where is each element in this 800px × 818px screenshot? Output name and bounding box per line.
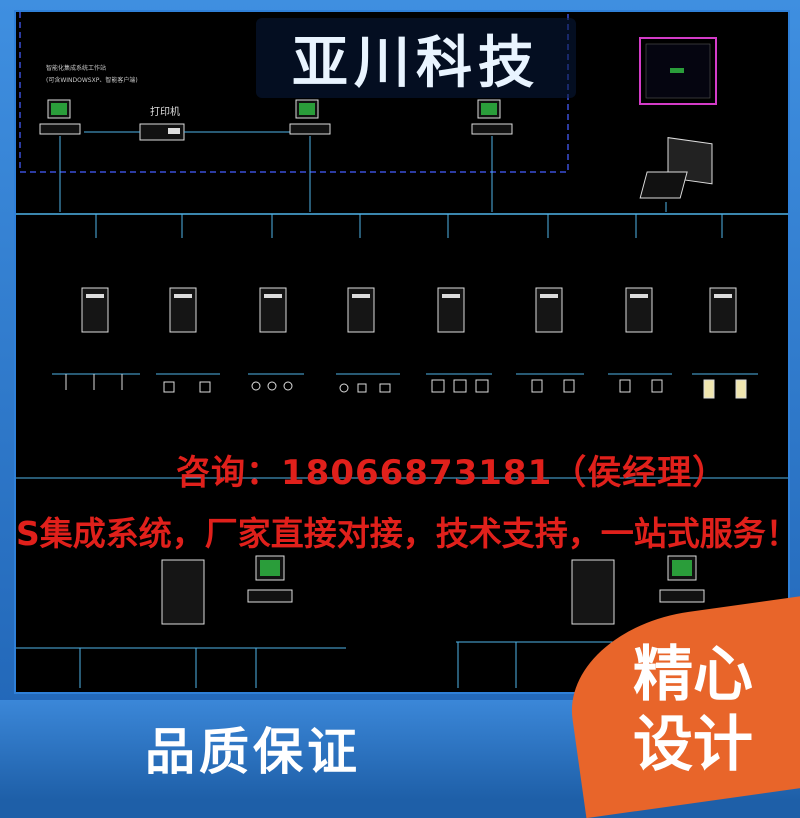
subsystem-6 bbox=[516, 214, 584, 393]
lower-network-group-left bbox=[16, 555, 346, 688]
subsystem-1 bbox=[52, 214, 140, 390]
subsystem-3 bbox=[248, 214, 304, 391]
printer-label: 打印机 bbox=[150, 105, 180, 118]
brand-title: 亚川科技 bbox=[256, 18, 576, 98]
subsystem-8 bbox=[692, 214, 758, 399]
network-topology-diagram: 智能化集成系统工作站 (可含WINDOWSXP、智能客户端) 打印机 bbox=[16, 12, 788, 688]
consult-phone-text: 咨询：18066873181（侯经理） bbox=[176, 453, 728, 493]
workstation-group-label: 智能化集成系统工作站 bbox=[46, 64, 106, 72]
corner-line-1: 精心 bbox=[633, 640, 753, 710]
printer-icon bbox=[139, 123, 185, 141]
subsystem-5 bbox=[426, 214, 492, 393]
system-diagram: 智能化集成系统工作站 (可含WINDOWSXP、智能客户端) 打印机 bbox=[14, 10, 790, 694]
services-slogan: S集成系统，厂家直接对接，技术支持，一站式服务！ bbox=[16, 514, 790, 553]
corner-badge-text: 精心 设计 bbox=[598, 640, 788, 780]
server-computer-right bbox=[639, 137, 713, 199]
workstation-group-sublabel: (可含WINDOWSXP、智能客户端) bbox=[46, 76, 138, 84]
subsystem-2 bbox=[156, 214, 220, 393]
corner-line-2: 设计 bbox=[633, 710, 753, 780]
lower-network-group-right bbox=[456, 555, 788, 688]
workstation-computer-3 bbox=[471, 99, 513, 135]
subsystem-7 bbox=[608, 214, 672, 393]
workstation-computer-2 bbox=[289, 99, 331, 135]
workstation-computer-1 bbox=[39, 99, 81, 135]
quality-guarantee-text: 品质保证 bbox=[145, 723, 361, 781]
monitoring-screen-frame bbox=[639, 37, 717, 105]
subsystem-4 bbox=[336, 214, 400, 393]
